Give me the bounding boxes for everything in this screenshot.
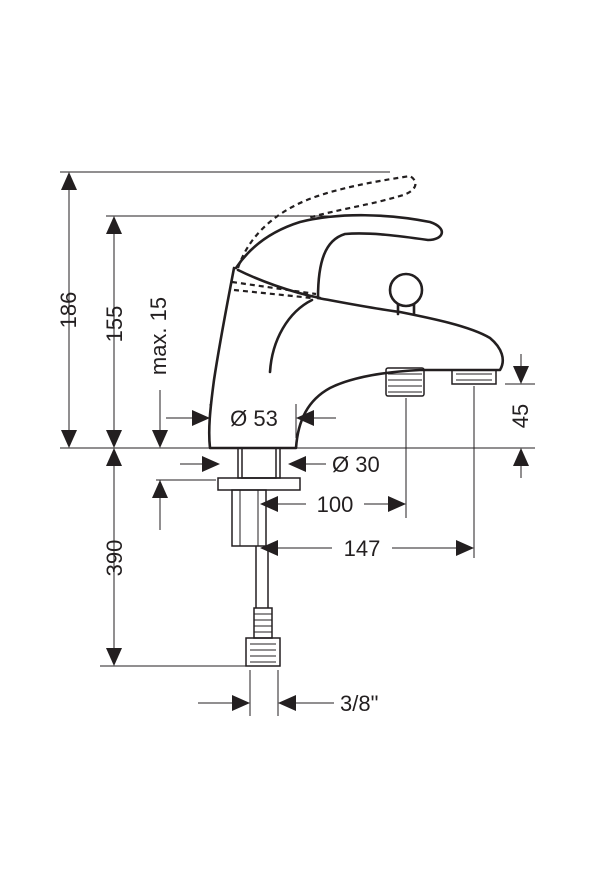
shank [237,447,281,479]
dim-connection-label: 3/8" [340,691,378,716]
lever-raised-position [236,174,417,269]
dim-spout-height: 45 [508,354,533,478]
dim-dia-base-label: Ø 53 [230,406,278,431]
diverter-knob [388,272,424,316]
cartridge-band [231,280,317,300]
flex-hose [245,546,281,667]
dim-reach-147: 147 [260,536,474,561]
dim-dia-shank-label: Ø 30 [332,452,380,477]
faucet-outline [207,174,504,667]
dim-height-spout-label: 155 [102,306,127,343]
dim-max-15: max. 15 [146,297,171,530]
lever-handle [234,213,444,300]
dim-max-15-label: max. 15 [146,297,171,375]
dim-height-spout: 155 [102,216,127,448]
dim-connection: 3/8" [198,691,378,716]
dim-dia-base: Ø 53 [166,406,336,431]
dim-spout-height-label: 45 [508,404,533,428]
dim-reach-100: 100 [260,492,406,517]
dim-hose-length: 390 [102,448,127,666]
dim-reach-100-label: 100 [317,492,354,517]
dim-height-total-label: 186 [56,292,81,329]
mounting-plate [217,477,301,491]
hose-nozzle [385,367,425,397]
spout-outlet [451,369,497,385]
dim-hose-length-label: 390 [102,540,127,577]
fixing-nut [231,489,267,547]
reference-lines [60,171,535,716]
dim-dia-shank: Ø 30 [180,452,380,477]
faucet-body [207,266,504,450]
dim-height-total: 186 [56,172,81,448]
dim-reach-147-label: 147 [344,536,381,561]
